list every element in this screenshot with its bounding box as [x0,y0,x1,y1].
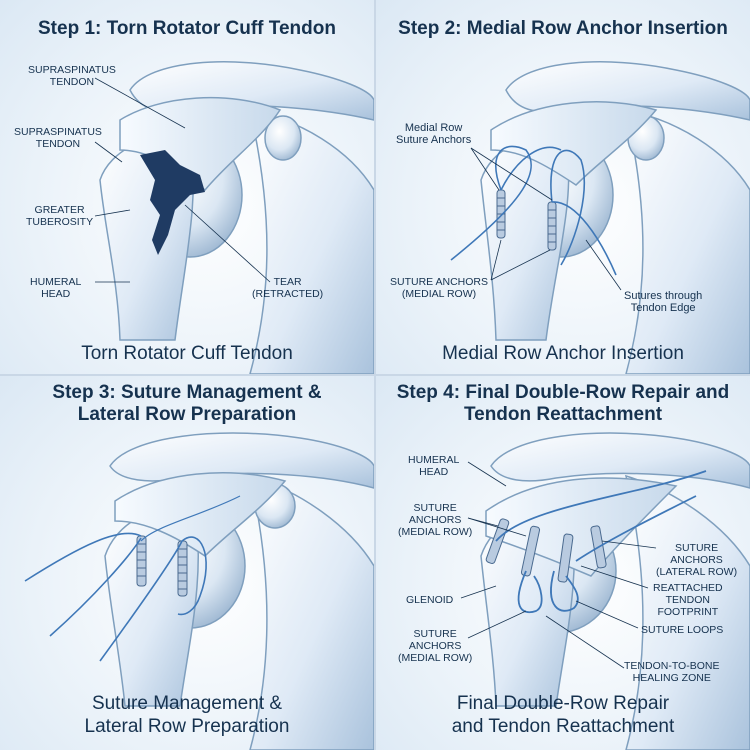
panel-caption: Medial Row Anchor Insertion [442,343,684,364]
panel-step-2: Step 2: Medial Row Anchor Insertion Medi… [376,0,750,374]
panel-title: Step 1: Torn Rotator Cuff Tendon [38,18,336,39]
panel-caption: Torn Rotator Cuff Tendon [81,343,293,364]
anchor-medial-b [177,540,188,597]
medial-anchor-left [496,189,506,239]
panel-caption: Suture Management & Lateral Row Preparat… [84,693,290,737]
divider-horizontal [0,374,750,376]
label-suture-loops: SUTURE LOOPS [641,624,724,636]
medial-anchor-right [547,201,557,251]
label-suture-anchors-medial-row: SUTURE ANCHORS(MEDIAL ROW) [390,276,489,300]
panel-step-3: Step 3: Suture Management & Lateral Row … [0,376,374,750]
anchor-medial-a [136,535,147,587]
panel-caption: Final Double-Row Repair and Tendon Reatt… [451,693,675,737]
label-tear-retracted: TEAR(RETRACTED) [252,276,324,300]
shoulder-illustration-double-row-repair [460,432,750,750]
suture-loops [495,470,707,613]
panel-step-1: Step 1: Torn Rotator Cuff Tendon SUPRASP… [0,0,374,374]
label-glenoid: GLENOID [406,594,454,606]
panel-title: Step 3: Suture Management & Lateral Row … [52,382,322,425]
panel-step-4: Step 4: Final Double-Row Repair and Tend… [376,376,750,750]
shoulder-illustration-torn [94,61,374,374]
anchor-row [485,518,607,583]
panel-title: Step 2: Medial Row Anchor Insertion [398,18,728,39]
shoulder-illustration-suture-management [24,432,374,750]
shoulder-illustration-medial-anchors [450,61,750,374]
panel-title: Step 4: Final Double-Row Repair and Tend… [396,382,730,425]
